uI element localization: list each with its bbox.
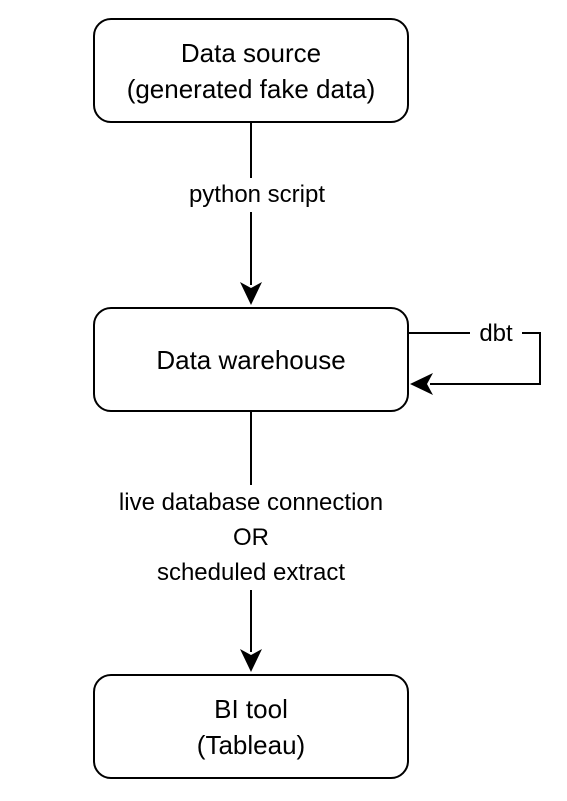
arrow-source-to-warehouse-head [240,282,262,305]
bi-tool-title: BI tool [214,693,288,724]
data-warehouse-node: Data warehouse [93,307,409,412]
connection-label-line3: scheduled extract [156,559,346,586]
python-script-label: python script [150,178,364,212]
data-warehouse-title: Data warehouse [156,344,346,375]
bi-tool-subtitle: (Tableau) [196,729,306,760]
arrow-warehouse-to-bi-head [240,649,262,672]
connection-label: live database connection OR scheduled ex… [60,485,442,590]
bi-tool-node: BI tool (Tableau) [93,674,409,779]
connection-label-line2: OR [233,524,269,551]
dbt-label: dbt [470,317,522,351]
data-source-node: Data source (generated fake data) [93,18,409,123]
arrow-dbt-loop-head [410,373,433,395]
data-source-subtitle: (generated fake data) [126,73,376,104]
data-source-title: Data source [180,37,322,68]
connection-label-line1: live database connection [118,489,384,516]
